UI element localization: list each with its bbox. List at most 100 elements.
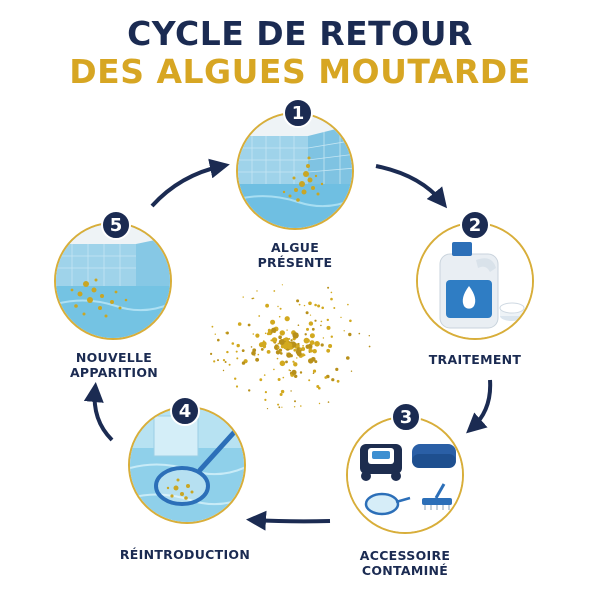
algae-spore: [210, 352, 213, 355]
algae-spore: [271, 332, 273, 334]
algae-spore: [261, 341, 267, 347]
step-4-number-badge: 4: [170, 396, 200, 426]
algae-spore: [250, 346, 253, 348]
arrow-1-to-2: [375, 164, 448, 209]
algae-spore: [306, 327, 309, 331]
algae-spore: [346, 356, 350, 360]
algae-spore: [290, 339, 293, 342]
algae-spore: [303, 304, 306, 307]
algae-spore: [286, 329, 288, 331]
algae-spore: [309, 314, 312, 316]
algae-spore: [266, 408, 269, 410]
algae-spore: [285, 360, 288, 364]
title-line-2: DES ALGUES MOUTARDE: [69, 52, 531, 91]
algae-spore: [292, 332, 299, 339]
algae-spore: [322, 337, 325, 339]
algae-spore: [314, 360, 318, 364]
algae-spore: [278, 315, 281, 318]
algae-spore: [273, 290, 276, 292]
algae-spore: [278, 406, 281, 409]
algae-spore: [271, 337, 278, 343]
algae-spore: [279, 330, 285, 336]
algae-spore: [326, 318, 329, 322]
algae-spore: [277, 342, 280, 345]
algae-spore: [318, 402, 321, 405]
algae-spore: [296, 357, 298, 359]
algae-spore: [305, 311, 309, 315]
algae-spore: [213, 360, 216, 363]
algae-spore: [343, 330, 345, 332]
algae-spore: [278, 335, 282, 340]
step-5-label: NOUVELLE APPARITION: [44, 350, 184, 380]
algae-spore: [327, 401, 330, 403]
step-4-label: RÉINTRODUCTION: [115, 547, 255, 562]
algae-spore: [297, 324, 300, 327]
algae-spore: [267, 328, 271, 332]
algae-spore: [263, 374, 266, 376]
algae-spore: [289, 354, 293, 358]
algae-spore: [217, 359, 219, 362]
step-2-label-line-1: TRAITEMENT: [428, 352, 522, 367]
algae-spore: [308, 321, 314, 326]
title-line-1: CYCLE DE RETOUR: [127, 14, 473, 53]
algae-spore: [314, 319, 317, 322]
algae-spore: [324, 376, 328, 379]
algae-spore: [326, 348, 331, 353]
algae-spore: [333, 307, 336, 309]
algae-spore: [281, 406, 283, 408]
algae-spore: [264, 332, 267, 335]
algae-spore: [279, 360, 286, 367]
algae-spore: [300, 405, 302, 407]
algae-spore: [254, 355, 256, 357]
step-2-number-badge: 2: [460, 210, 490, 240]
algae-spore: [358, 332, 361, 335]
algae-spore: [296, 351, 302, 357]
algae-spore: [293, 406, 296, 408]
algae-spore: [256, 290, 258, 292]
algae-spore: [307, 343, 313, 349]
algae-spore: [312, 369, 317, 373]
step-1-label: ALGUE PRÉSENTE: [225, 240, 365, 270]
algae-spore: [257, 353, 260, 356]
algae-spore: [287, 342, 293, 348]
algae-spore: [301, 347, 306, 351]
step-3-label-line-1: ACCESSOIRE: [359, 548, 451, 563]
algae-spore: [311, 357, 316, 362]
chemical-bottle-icon: [418, 224, 532, 338]
algae-spore: [264, 391, 267, 394]
algae-spore: [327, 286, 330, 289]
step-1-image: [236, 112, 354, 230]
algae-spore: [226, 350, 229, 354]
step-5-label-line-1: NOUVELLE: [75, 350, 153, 365]
algae-spore: [317, 304, 321, 308]
algae-spore: [294, 374, 298, 378]
algae-spore: [320, 343, 324, 347]
algae-spore: [368, 335, 370, 337]
algae-spore: [308, 301, 312, 306]
algae-spore: [292, 360, 295, 363]
algae-spore: [251, 297, 254, 300]
step-1-label-line-1: ALGUE: [270, 240, 320, 255]
algae-spore: [281, 284, 283, 286]
algae-spore: [224, 361, 227, 363]
algae-spore: [284, 316, 290, 322]
algae-spore: [252, 348, 257, 353]
arrow-2-to-3: [466, 379, 493, 434]
algae-spore: [288, 369, 291, 371]
algae-spore: [225, 332, 227, 334]
algae-spore: [265, 303, 269, 308]
algae-spore: [276, 357, 279, 360]
algae-spore: [320, 320, 323, 323]
algae-spore: [309, 340, 315, 345]
algae-spore: [258, 315, 261, 317]
algae-spore: [280, 352, 283, 355]
algae-spore: [236, 357, 239, 360]
arrow-5-to-1: [150, 158, 230, 208]
algae-spore: [308, 348, 312, 352]
algae-spore: [217, 338, 220, 342]
algae-spore: [368, 345, 371, 348]
algae-spore: [275, 350, 281, 355]
algae-spore: [311, 327, 315, 331]
